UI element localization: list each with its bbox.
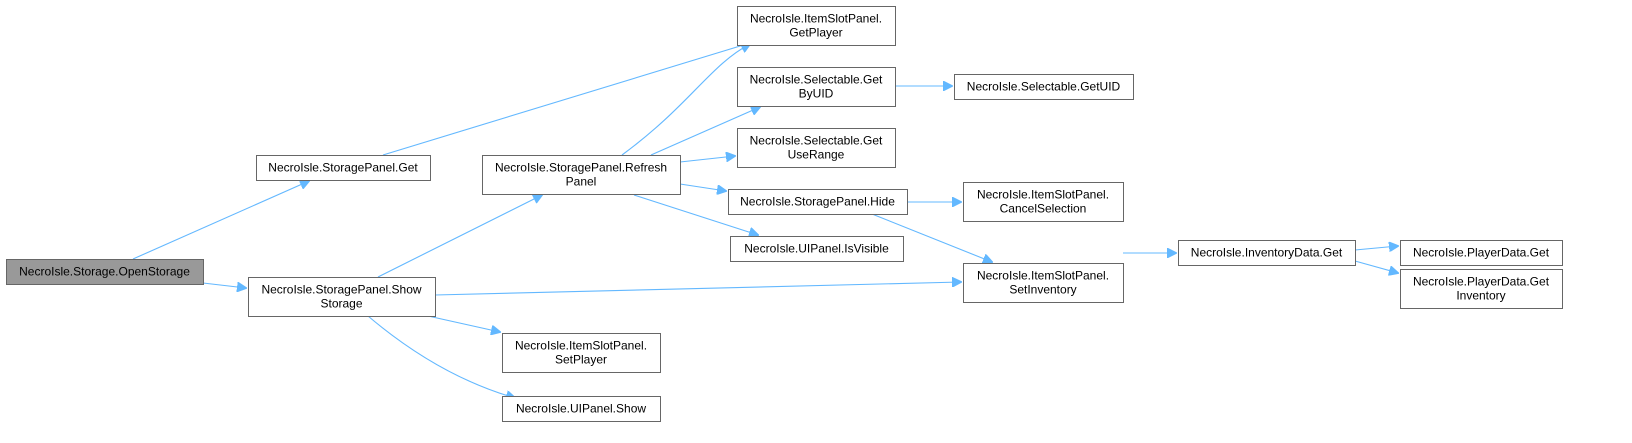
node-label: NecroIsle.UIPanel.Show [516,402,646,416]
node-label: NecroIsle.StoragePanel.Show [261,283,421,297]
edge-sp-refresh-to-sel-get-userange [679,156,735,163]
node-box [248,277,436,317]
node-label: NecroIsle.ItemSlotPanel. [977,269,1109,283]
edge-sp-refresh-to-uip-isvisible [633,194,758,235]
node-box [954,74,1134,100]
node-open-storage[interactable]: NecroIsle.Storage.OpenStorage [6,259,204,285]
node-label: NecroIsle.Selectable.Get [750,73,883,87]
node-label: ByUID [799,87,834,101]
node-isp-cancel[interactable]: NecroIsle.ItemSlotPanel.CancelSelection [963,182,1124,222]
node-label: NecroIsle.ItemSlotPanel. [515,339,647,353]
node-box [256,155,431,181]
nodes-layer: NecroIsle.Storage.OpenStorageNecroIsle.S… [6,6,1563,422]
node-label: NecroIsle.Selectable.Get [750,134,883,148]
edge-sp-show-storage-to-uip-show [367,315,515,398]
node-label: NecroIsle.StoragePanel.Get [268,161,418,175]
node-box [728,189,908,215]
node-isp-set-player[interactable]: NecroIsle.ItemSlotPanel.SetPlayer [502,333,661,373]
node-box [502,333,661,373]
node-label: NecroIsle.InventoryData.Get [1191,246,1343,260]
edge-inv-get-to-pd-get [1354,246,1398,250]
node-box [963,182,1124,222]
edge-sp-refresh-to-sp-hide [679,183,726,191]
node-sel-getuid[interactable]: NecroIsle.Selectable.GetUID [954,74,1134,100]
node-box [737,67,896,107]
edge-sp-get-to-isp-get-player [382,43,750,156]
edge-sp-show-storage-to-isp-set-player [427,315,500,332]
node-pd-get[interactable]: NecroIsle.PlayerData.Get [1400,240,1563,266]
node-uip-show[interactable]: NecroIsle.UIPanel.Show [502,396,661,422]
node-label: Panel [566,175,597,189]
node-label: NecroIsle.StoragePanel.Refresh [495,161,667,175]
node-label: NecroIsle.StoragePanel.Hide [740,195,895,209]
node-isp-setinv[interactable]: NecroIsle.ItemSlotPanel.SetInventory [963,263,1124,303]
edge-sp-show-storage-to-sp-refresh [377,195,542,278]
node-box [502,396,661,422]
node-box [1178,240,1356,266]
edges-layer [132,43,1398,398]
edge-inv-get-to-pd-get-inv [1354,260,1398,273]
edge-sp-show-storage-to-isp-setinv [434,282,961,296]
node-label: CancelSelection [1000,202,1087,216]
node-label: NecroIsle.PlayerData.Get [1413,275,1550,289]
node-box [1400,269,1563,309]
node-label: NecroIsle.Selectable.GetUID [967,80,1121,94]
edge-sp-hide-to-isp-setinv [871,213,992,262]
node-box [737,6,896,46]
node-box [737,128,896,168]
node-isp-get-player[interactable]: NecroIsle.ItemSlotPanel.GetPlayer [737,6,896,46]
edge-sp-refresh-to-sel-get-byuid [650,107,760,156]
edge-open-storage-to-sp-show-storage [202,283,246,288]
node-box [730,236,904,262]
node-box [6,259,204,285]
node-label: UseRange [788,148,845,162]
node-label: NecroIsle.PlayerData.Get [1413,246,1550,260]
node-inv-get[interactable]: NecroIsle.InventoryData.Get [1178,240,1356,266]
node-label: SetInventory [1009,283,1076,297]
node-label: NecroIsle.ItemSlotPanel. [977,188,1109,202]
node-box [963,263,1124,303]
edge-open-storage-to-sp-get [132,181,309,260]
node-label: GetPlayer [789,26,842,40]
node-box [1400,240,1563,266]
node-label: Inventory [1456,289,1505,303]
node-sp-get[interactable]: NecroIsle.StoragePanel.Get [256,155,431,181]
node-label: Storage [320,297,362,311]
node-label: NecroIsle.Storage.OpenStorage [19,265,190,279]
node-box [482,155,681,195]
node-label: NecroIsle.UIPanel.IsVisible [744,242,889,256]
node-sp-hide[interactable]: NecroIsle.StoragePanel.Hide [728,189,908,215]
node-uip-isvisible[interactable]: NecroIsle.UIPanel.IsVisible [730,236,904,262]
edge-sp-refresh-to-isp-get-player [621,44,750,156]
node-label: SetPlayer [555,353,607,367]
node-label: NecroIsle.ItemSlotPanel. [750,12,882,26]
